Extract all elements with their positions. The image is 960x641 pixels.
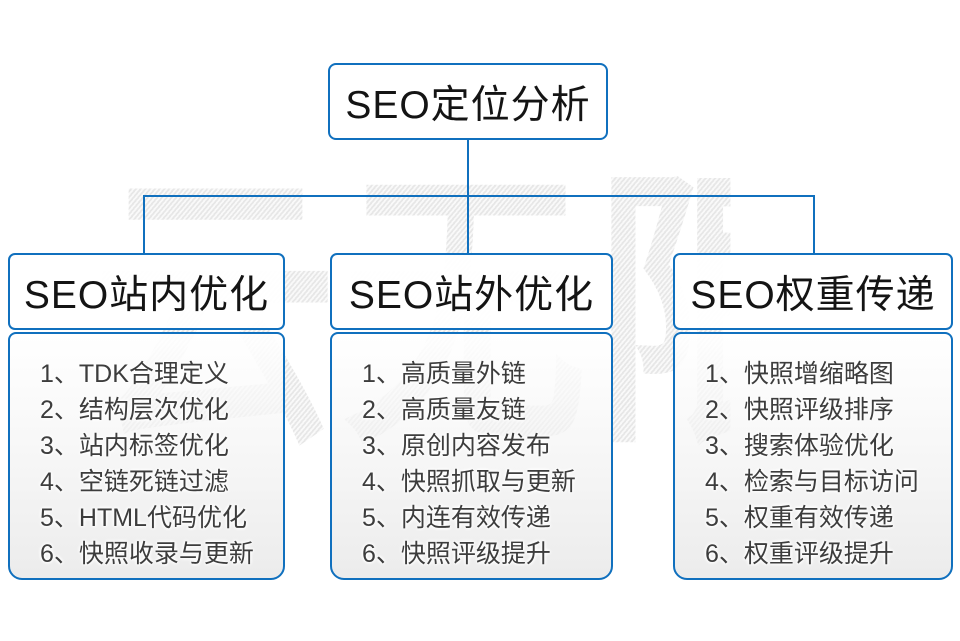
list-item: 4、检索与目标访问 <box>705 468 919 496</box>
list-item: 3、搜索体验优化 <box>705 432 894 460</box>
column-weight-header: SEO权重传递 <box>673 253 953 330</box>
list-item: 5、HTML代码优化 <box>40 504 247 532</box>
column-weight-title: SEO权重传递 <box>690 273 936 317</box>
list-item: 6、快照收录与更新 <box>40 540 254 568</box>
list-item: 5、权重有效传递 <box>705 504 894 532</box>
list-item: 3、原创内容发布 <box>362 432 551 460</box>
list-item: 1、TDK合理定义 <box>40 360 229 388</box>
connector-horizontal-line <box>143 195 815 197</box>
column-weight-list: 1、快照增缩略图 2、快照评级排序 3、搜索体验优化 4、检索与目标访问 5、权… <box>673 332 953 580</box>
list-item: 2、结构层次优化 <box>40 396 229 424</box>
column-onsite-list: 1、TDK合理定义 2、结构层次优化 3、站内标签优化 4、空链死链过滤 5、H… <box>8 332 285 580</box>
list-item: 3、站内标签优化 <box>40 432 229 460</box>
root-node-title: SEO定位分析 <box>345 83 591 127</box>
list-item: 2、高质量友链 <box>362 396 526 424</box>
list-item: 5、内连有效传递 <box>362 504 551 532</box>
column-onsite-title: SEO站内优化 <box>23 273 270 317</box>
list-item: 4、空链死链过滤 <box>40 468 229 496</box>
root-node: SEO定位分析 <box>328 63 608 140</box>
column-offsite-title: SEO站外优化 <box>348 273 595 317</box>
column-offsite-list: 1、高质量外链 2、高质量友链 3、原创内容发布 4、快照抓取与更新 5、内连有… <box>330 332 613 580</box>
connector-left-drop-line <box>143 195 145 253</box>
column-onsite-header: SEO站内优化 <box>8 253 285 330</box>
list-item: 2、快照评级排序 <box>705 396 894 424</box>
list-item: 1、快照增缩略图 <box>705 360 894 388</box>
connector-right-drop-line <box>813 195 815 253</box>
list-item: 6、快照评级提升 <box>362 540 551 568</box>
list-item: 6、权重评级提升 <box>705 540 894 568</box>
list-item: 1、高质量外链 <box>362 360 526 388</box>
column-offsite-header: SEO站外优化 <box>330 253 613 330</box>
list-item: 4、快照抓取与更新 <box>362 468 576 496</box>
